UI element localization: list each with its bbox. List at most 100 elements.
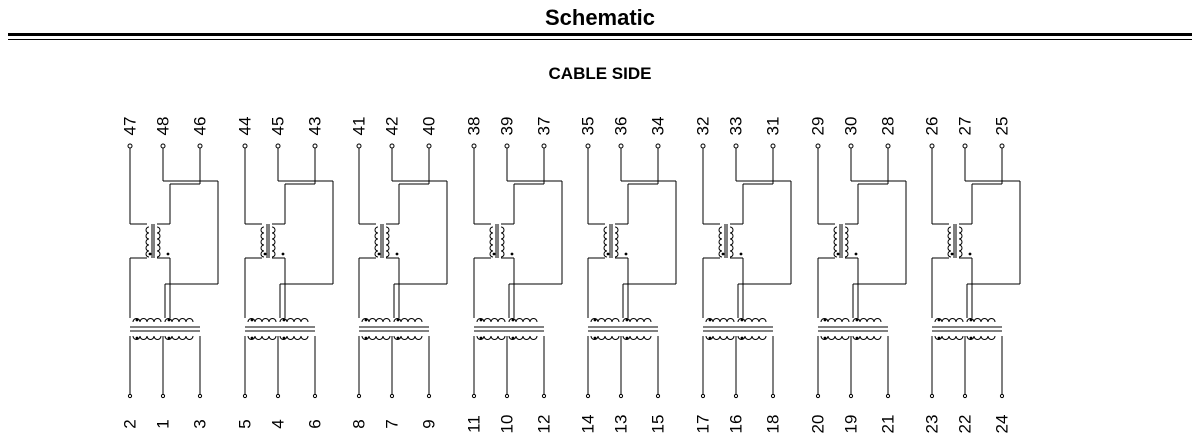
transformer-secondary-coil — [164, 335, 194, 340]
choke-coil — [833, 226, 838, 258]
transformer-primary-coil — [132, 318, 162, 323]
transformer-primary-coil — [934, 318, 964, 323]
polarity-dot — [281, 252, 285, 256]
polarity-dot — [937, 318, 941, 322]
pin-label-bottom: 23 — [923, 415, 942, 434]
choke-coil — [603, 226, 608, 258]
pin-label-top: 28 — [879, 117, 898, 136]
title-rule-thick — [8, 33, 1192, 36]
pin-label-bottom: 20 — [809, 415, 828, 434]
polarity-dot — [823, 336, 827, 340]
title-rule-thin — [8, 39, 1192, 40]
pin-label-bottom: 6 — [306, 419, 325, 428]
pin-terminal — [275, 143, 281, 149]
polarity-dot — [166, 252, 170, 256]
choke-coil — [614, 226, 619, 258]
pin-label-top: 35 — [579, 117, 598, 136]
pin-terminal — [356, 393, 362, 399]
pin-terminal — [242, 143, 248, 149]
transformer-primary-coil — [476, 318, 506, 323]
transformer-secondary-coil — [132, 335, 162, 340]
pin-terminal — [471, 143, 477, 149]
pin-label-top: 43 — [306, 117, 325, 136]
cable-side-label: CABLE SIDE — [548, 64, 652, 83]
choke-coil — [729, 226, 734, 258]
choke-coil — [947, 226, 952, 258]
pin-label-bottom: 8 — [350, 419, 369, 428]
pin-terminal — [312, 143, 318, 149]
polarity-dot — [364, 318, 368, 322]
polarity-dot — [854, 252, 858, 256]
polarity-dot — [593, 318, 597, 322]
polarity-dot — [250, 336, 254, 340]
polarity-dot — [479, 336, 483, 340]
pin-label-top: 38 — [465, 117, 484, 136]
polarity-dot — [395, 252, 399, 256]
transformer-secondary-coil — [279, 335, 309, 340]
transformer-primary-coil — [737, 318, 767, 323]
pin-terminal — [999, 393, 1005, 399]
pin-label-top: 29 — [809, 117, 828, 136]
polarity-dot — [510, 252, 514, 256]
pin-terminal — [197, 393, 203, 399]
pin-terminal — [242, 393, 248, 399]
pin-terminal — [700, 143, 706, 149]
transformer-secondary-coil — [247, 335, 277, 340]
pin-label-bottom: 21 — [879, 415, 898, 434]
polarity-dot — [364, 336, 368, 340]
transformer-primary-coil — [852, 318, 882, 323]
pin-terminal — [312, 393, 318, 399]
pin-label-bottom: 4 — [269, 419, 288, 428]
transformer-primary-coil — [361, 318, 391, 323]
pin-label-bottom: 10 — [498, 415, 517, 434]
polarity-dot — [135, 336, 139, 340]
pin-terminal — [618, 143, 624, 149]
pin-label-top: 25 — [993, 117, 1012, 136]
pin-label-bottom: 7 — [383, 419, 402, 428]
pin-terminal — [389, 143, 395, 149]
polarity-dot — [250, 318, 254, 322]
polarity-dot — [167, 336, 171, 340]
polarity-dot — [855, 336, 859, 340]
transformer-primary-coil — [279, 318, 309, 323]
pin-label-bottom: 18 — [764, 415, 783, 434]
pin-terminal — [733, 143, 739, 149]
transformer-secondary-coil — [590, 335, 620, 340]
pin-label-top: 36 — [612, 117, 631, 136]
pin-terminal — [389, 393, 395, 399]
pin-terminal — [127, 393, 133, 399]
pin-terminal — [962, 143, 968, 149]
page-title: Schematic — [544, 5, 656, 30]
pin-terminal — [885, 393, 891, 399]
choke-coil — [156, 226, 161, 258]
polarity-dot — [624, 252, 628, 256]
polarity-dot — [282, 336, 286, 340]
transformer-secondary-coil — [737, 335, 767, 340]
polarity-dot — [148, 252, 152, 256]
polarity-dot — [740, 336, 744, 340]
pin-label-top: 33 — [727, 117, 746, 136]
polarity-dot — [511, 318, 515, 322]
choke-coil — [489, 226, 494, 258]
polarity-dot — [396, 318, 400, 322]
pin-label-top: 27 — [956, 117, 975, 136]
polarity-dot — [708, 336, 712, 340]
transformer-secondary-coil — [393, 335, 423, 340]
polarity-dot — [937, 336, 941, 340]
polarity-dot — [708, 318, 712, 322]
pin-terminal — [541, 143, 547, 149]
polarity-dot — [968, 252, 972, 256]
pin-label-bottom: 14 — [579, 415, 598, 434]
pin-terminal — [999, 143, 1005, 149]
choke-coil — [844, 226, 849, 258]
transformer-secondary-coil — [508, 335, 538, 340]
pin-label-top: 39 — [498, 117, 517, 136]
polarity-dot — [721, 252, 725, 256]
choke-coil — [271, 226, 276, 258]
transformer-secondary-coil — [476, 335, 506, 340]
